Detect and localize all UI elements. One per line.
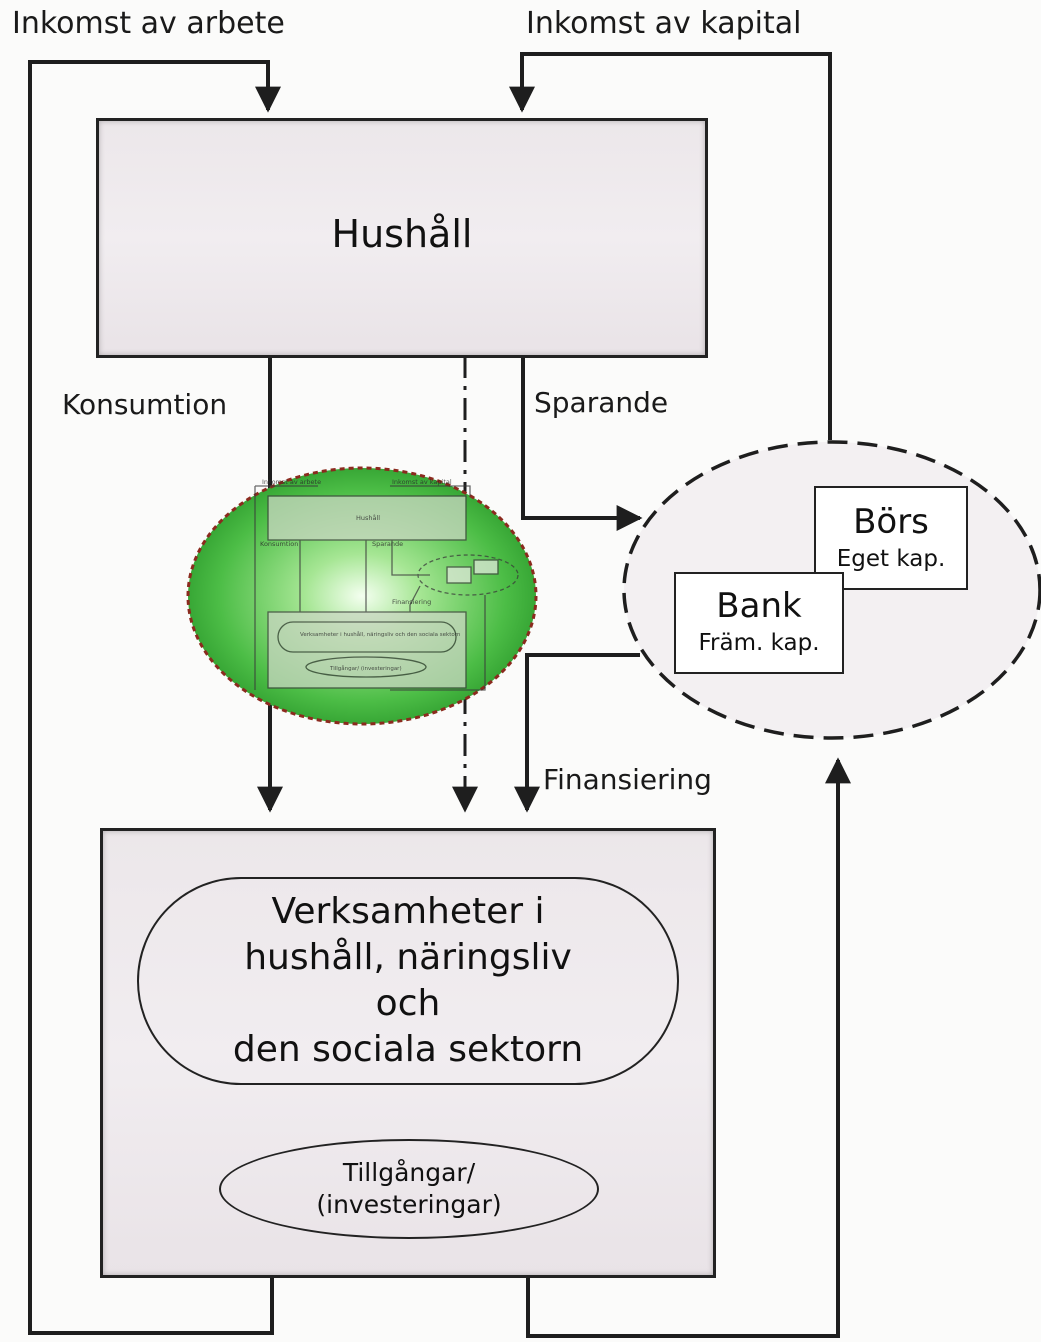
household-title: Hushåll xyxy=(331,212,473,256)
bank-box: Bank Främ. kap. xyxy=(674,572,844,674)
capital-income-loop xyxy=(509,52,832,440)
investment-return-loop xyxy=(526,757,851,1338)
labor-income-loop xyxy=(28,60,281,1335)
activities-line-4: den sociala sektorn xyxy=(232,1029,584,1070)
saving-line xyxy=(521,356,643,531)
financing-line xyxy=(514,653,640,813)
thumb-label-activities: Verksamheter i hushåll, näringsliv och d… xyxy=(300,631,461,638)
assets-ellipse: Tillgångar/ (investeringar) xyxy=(219,1139,599,1239)
assets-line-1: Tillgångar/ xyxy=(342,1158,476,1187)
activities-line-2: hushåll, näringsliv xyxy=(244,937,572,978)
thumb-label-consumption: Konsumtion xyxy=(260,540,298,548)
stock-exchange-title: Börs xyxy=(853,502,929,542)
thumb-label-capital: Inkomst av kapital xyxy=(392,478,452,486)
label-financing: Finansiering xyxy=(543,763,712,796)
activities-box: Verksamheter i hushåll, näringsliv och d… xyxy=(100,828,716,1278)
thumb-label-labor: Inkomst av arbete xyxy=(262,478,321,486)
label-income-labor: Inkomst av arbete xyxy=(12,6,285,41)
bank-title: Bank xyxy=(716,586,802,626)
assets-line-2: (investeringar) xyxy=(316,1190,502,1219)
bank-subtitle: Främ. kap. xyxy=(698,630,820,656)
label-income-capital: Inkomst av kapital xyxy=(526,6,802,41)
stock-exchange-subtitle: Eget kap. xyxy=(836,546,946,572)
thumb-label-saving: Sparande xyxy=(372,540,403,548)
thumb-label-financing: Finansiering xyxy=(392,598,431,606)
activities-pill: Verksamheter i hushåll, näringsliv och d… xyxy=(137,877,679,1085)
activities-line-3: och xyxy=(375,983,441,1024)
household-box: Hushåll xyxy=(96,118,708,358)
thumbnail-miniature xyxy=(254,485,519,691)
label-saving: Sparande xyxy=(534,386,669,419)
thumb-label-household: Hushåll xyxy=(356,513,380,522)
thumb-label-assets: Tillgångar/ (investeringar) xyxy=(329,665,402,672)
activities-line-1: Verksamheter i xyxy=(271,891,545,932)
label-consumption: Konsumtion xyxy=(62,388,228,421)
thumbnail-mini-labels: Inkomst av arbete Inkomst av kapital Hus… xyxy=(260,478,461,672)
